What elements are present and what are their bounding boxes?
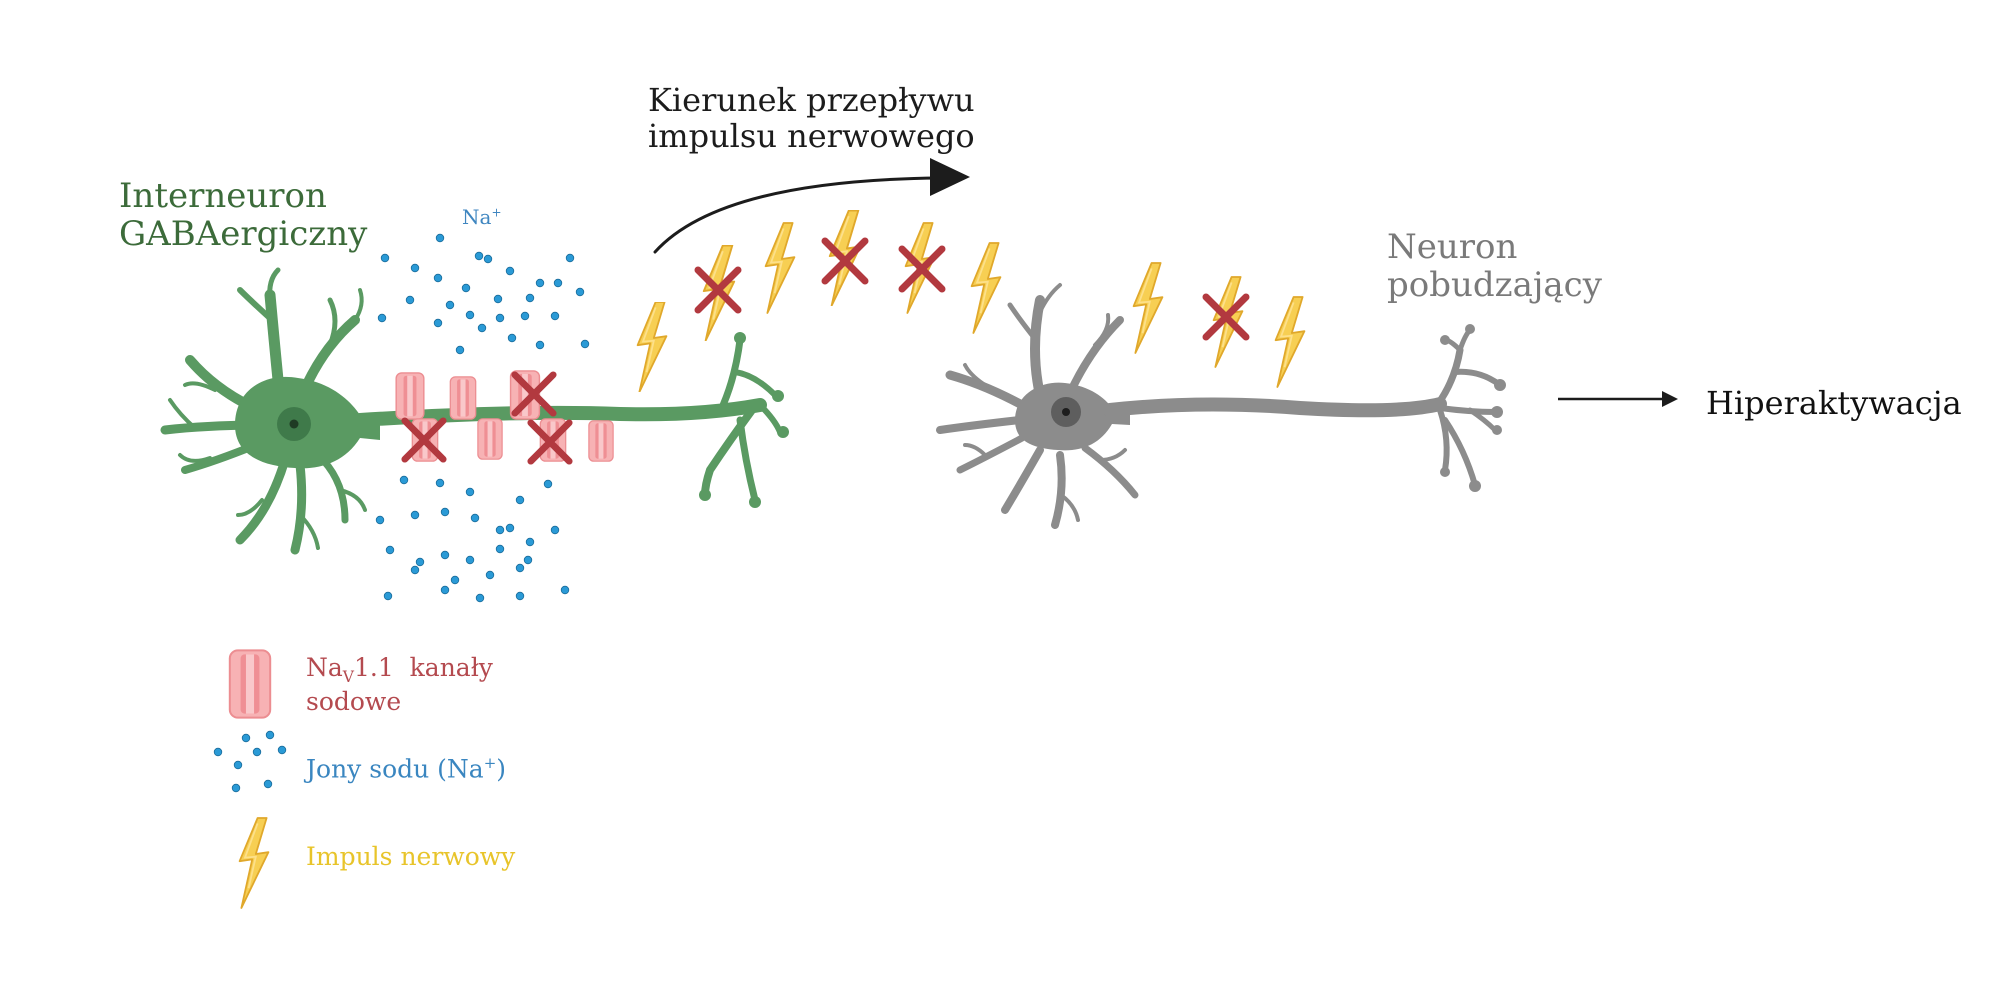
legend-impulse-label: Impuls nerwowy — [306, 842, 516, 871]
sodium-channel-icon — [449, 376, 477, 420]
lightning-bolt-icon — [636, 302, 668, 392]
excitatory-neuron-label: Neuron pobudzający — [1387, 228, 1602, 304]
legend-channel-suffix: 1.1 kanały — [353, 653, 493, 682]
sodium-ion-label: Na+ — [462, 205, 502, 229]
legend-channel-label: NaV1.1 kanały sodowe — [306, 653, 493, 717]
legend-ions-prefix: Jony sodu (Na — [306, 754, 484, 784]
legend-channel-line2: sodowe — [306, 686, 402, 716]
legend-sodium-ion-icon — [213, 730, 287, 793]
sodium-ion-cloud — [375, 233, 590, 603]
flow-direction-line2: impulsu nerwowego — [648, 116, 975, 155]
arrowhead-icon — [930, 158, 970, 196]
gabaergic-interneuron — [160, 267, 789, 555]
flow-direction-label: Kierunek przepływu impulsu nerwowego — [648, 81, 975, 155]
legend-ions-sup: + — [483, 754, 497, 772]
impulse-direction-arrow — [653, 176, 942, 254]
flow-direction-line1: Kierunek przepływu — [648, 81, 975, 119]
hyperactivation-label: Hiperaktywacja — [1706, 384, 1962, 422]
excitatory-neuron — [936, 283, 1506, 529]
legend-channel-line1: NaV1.1 kanały — [306, 653, 493, 687]
legend-channel-prefix: Na — [306, 653, 343, 682]
lightning-bolt-icon — [1132, 262, 1164, 354]
sodium-channel-icon — [395, 372, 425, 420]
legend-ions-label: Jony sodu (Na+) — [306, 754, 506, 784]
legend-sodium-channel-icon — [228, 649, 272, 719]
sodium-channel-icon — [588, 420, 614, 462]
legend-lightning-bolt-icon — [238, 817, 270, 909]
lightning-bolt-icon — [970, 242, 1002, 334]
legend-ions-suffix: ) — [496, 754, 507, 784]
interneuron-label: Interneuron GABAergiczny — [119, 177, 367, 253]
sodium-channel-icon — [477, 418, 503, 460]
lightning-bolt-icon — [764, 222, 796, 314]
sodium-ion-charge: + — [491, 205, 502, 220]
interneuron-label-line1: Interneuron — [119, 176, 327, 216]
excitatory-neuron-line2: pobudzający — [1387, 265, 1602, 306]
lightning-bolt-icon — [1274, 296, 1306, 388]
excitatory-neuron-line1: Neuron — [1387, 227, 1518, 267]
sodium-ion-symbol: Na — [462, 205, 492, 229]
legend-channel-subscript: V — [342, 668, 354, 686]
interneuron-label-line2: GABAergiczny — [119, 214, 368, 255]
hyperactivation-arrow — [1558, 391, 1678, 407]
